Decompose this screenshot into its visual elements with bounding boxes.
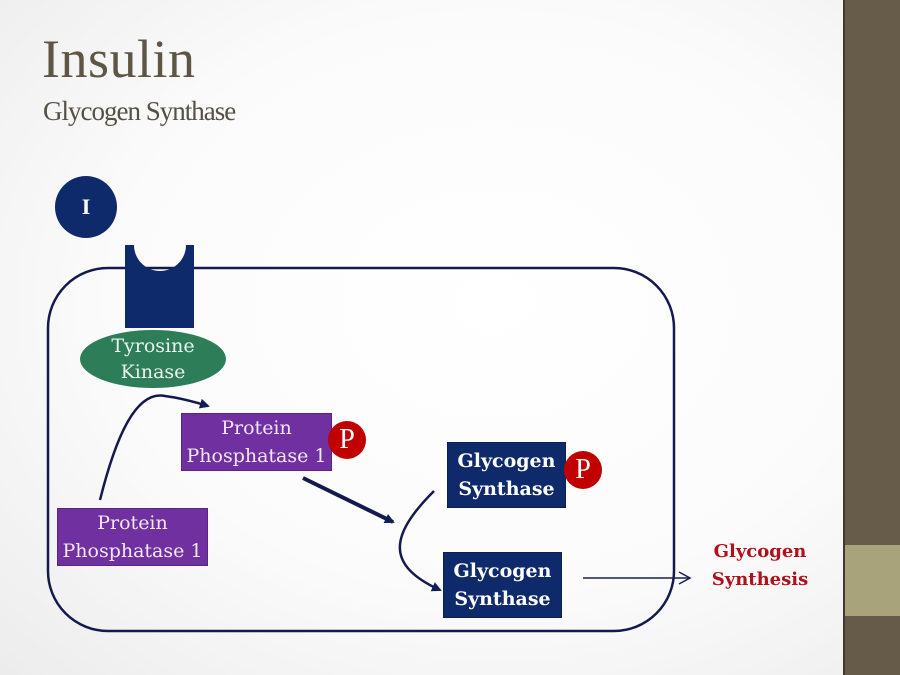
pp1-line1: Protein: [97, 512, 168, 534]
glycogen-synthesis-label: Glycogen Synthesis: [700, 538, 820, 594]
arrow-pp1p-to-reaction: [302, 476, 395, 524]
phosphate-badge-pp1: P: [328, 421, 366, 459]
phosphate-label: P: [575, 454, 591, 485]
insulin-molecule: I: [55, 176, 117, 238]
outcome-line2: Synthesis: [711, 569, 809, 590]
arrow-pp1-to-pp1p: [98, 394, 210, 501]
gs-line1: Glycogen: [453, 560, 552, 582]
glycogen-synthase-active-box: Glycogen Synthase: [443, 552, 562, 618]
decorative-sidebar-accent: [845, 545, 900, 616]
insulin-receptor: [125, 245, 194, 328]
slide-title: Insulin: [42, 29, 196, 89]
insulin-label: I: [81, 194, 91, 219]
arrow-gsp-to-gs: [398, 490, 442, 592]
cell-membrane: [46, 266, 676, 633]
pp1-phosphorylated-box: Protein Phosphatase 1: [181, 413, 332, 471]
glycogen-synthase-phosphorylated-box: Glycogen Synthase: [447, 442, 566, 508]
phosphate-badge-gs: P: [564, 451, 602, 489]
slide-subtitle: Glycogen Synthase: [43, 96, 236, 126]
phosphate-label: P: [339, 424, 355, 455]
outcome-line1: Glycogen: [713, 541, 807, 562]
gsp-line1: Glycogen: [457, 450, 556, 472]
decorative-sidebar-bottom: [845, 616, 900, 675]
gs-line2: Synthase: [454, 588, 551, 610]
pp1p-line1: Protein: [221, 417, 292, 439]
pp1-line2: Phosphatase 1: [62, 540, 203, 562]
pp1p-line2: Phosphatase 1: [186, 445, 327, 467]
gsp-line2: Synthase: [458, 478, 555, 500]
tyrosine-kinase-line2: Kinase: [120, 361, 186, 383]
tyrosine-kinase-line1: Tyrosine: [111, 335, 195, 357]
tyrosine-kinase: Tyrosine Kinase: [80, 330, 226, 388]
pp1-active-box: Protein Phosphatase 1: [57, 508, 208, 566]
